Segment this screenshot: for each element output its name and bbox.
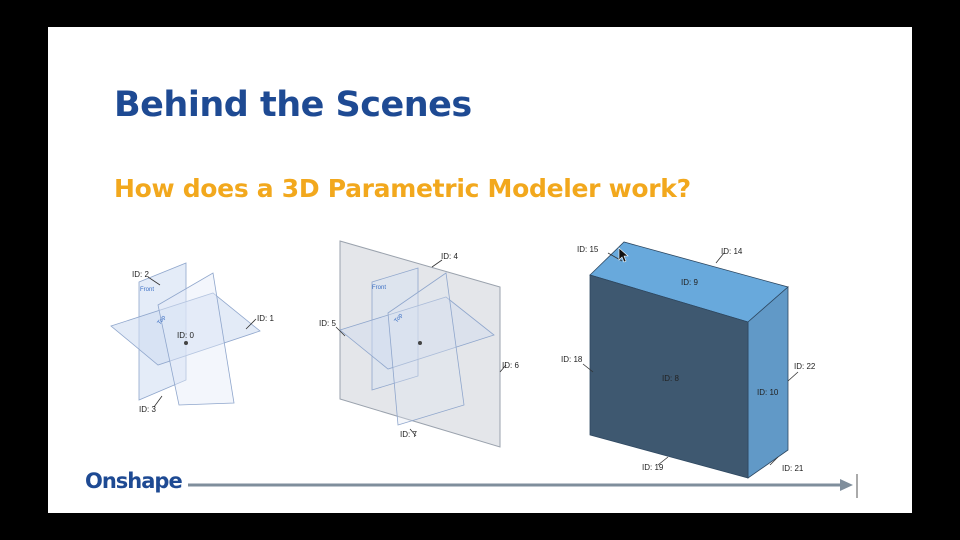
label-id-18: ID: 18 [561, 355, 583, 364]
timeline-arrow [188, 474, 858, 498]
top-plane-label: Top [394, 312, 405, 324]
label-id-4: ID: 4 [441, 252, 458, 261]
label-id-10: ID: 10 [757, 388, 779, 397]
modeling-diagrams: Front Top ID: 2 ID: 1 ID: 0 ID: 3 Front … [110, 240, 858, 498]
label-id-3: ID: 3 [139, 405, 156, 414]
origin-point [418, 341, 422, 345]
default-planes-diagram: Front Top ID: 2 ID: 1 ID: 0 ID: 3 [110, 262, 274, 414]
label-id-21: ID: 21 [782, 464, 804, 473]
label-id-6: ID: 6 [502, 361, 519, 370]
label-id-5: ID: 5 [319, 319, 336, 328]
label-id-1: ID: 1 [257, 314, 274, 323]
leader-line [769, 456, 779, 466]
origin-point [184, 341, 188, 345]
slide: Behind the Scenes How does a 3D Parametr… [48, 27, 912, 513]
slide-subtitle: How does a 3D Parametric Modeler work? [114, 174, 691, 203]
leader-line [657, 456, 669, 466]
right-plane [157, 272, 235, 406]
leader-line [582, 363, 594, 373]
leader-line [499, 364, 507, 373]
top-plane [339, 296, 495, 370]
front-plane-label: Front [372, 285, 386, 291]
leader-line [147, 276, 161, 286]
label-id-19: ID: 19 [642, 463, 664, 472]
front-plane-label: Front [140, 287, 154, 293]
right-plane [387, 272, 465, 426]
label-id-0: ID: 0 [177, 331, 194, 340]
top-plane [110, 292, 261, 366]
leader-line [715, 252, 725, 264]
front-plane [371, 267, 419, 391]
leader-line [409, 428, 417, 437]
label-id-8: ID: 8 [662, 374, 679, 383]
label-id-22: ID: 22 [794, 362, 816, 371]
slide-title: Behind the Scenes [114, 85, 472, 125]
leader-line [153, 395, 163, 408]
label-id-2: ID: 2 [132, 270, 149, 279]
label-id-9: ID: 9 [681, 278, 698, 287]
cursor-icon [618, 247, 629, 263]
leader-line [335, 326, 346, 337]
leader-line [245, 318, 257, 330]
leader-line [787, 371, 799, 382]
leader-line [431, 259, 443, 268]
label-id-7: ID: 7 [400, 430, 417, 439]
top-plane-label: Top [157, 314, 168, 326]
onshape-logo: Onshape [85, 469, 183, 493]
label-id-14: ID: 14 [721, 247, 743, 256]
extruded-solid-diagram: ID: 15 ID: 14 ID: 9 ID: 18 ID: 8 ID: 10 … [561, 241, 816, 479]
sketch-plane-diagram: Front Top ID: 4 ID: 5 ID: 6 ID: 7 [319, 240, 519, 448]
solid-front-face [589, 274, 749, 479]
label-id-15: ID: 15 [577, 245, 599, 254]
